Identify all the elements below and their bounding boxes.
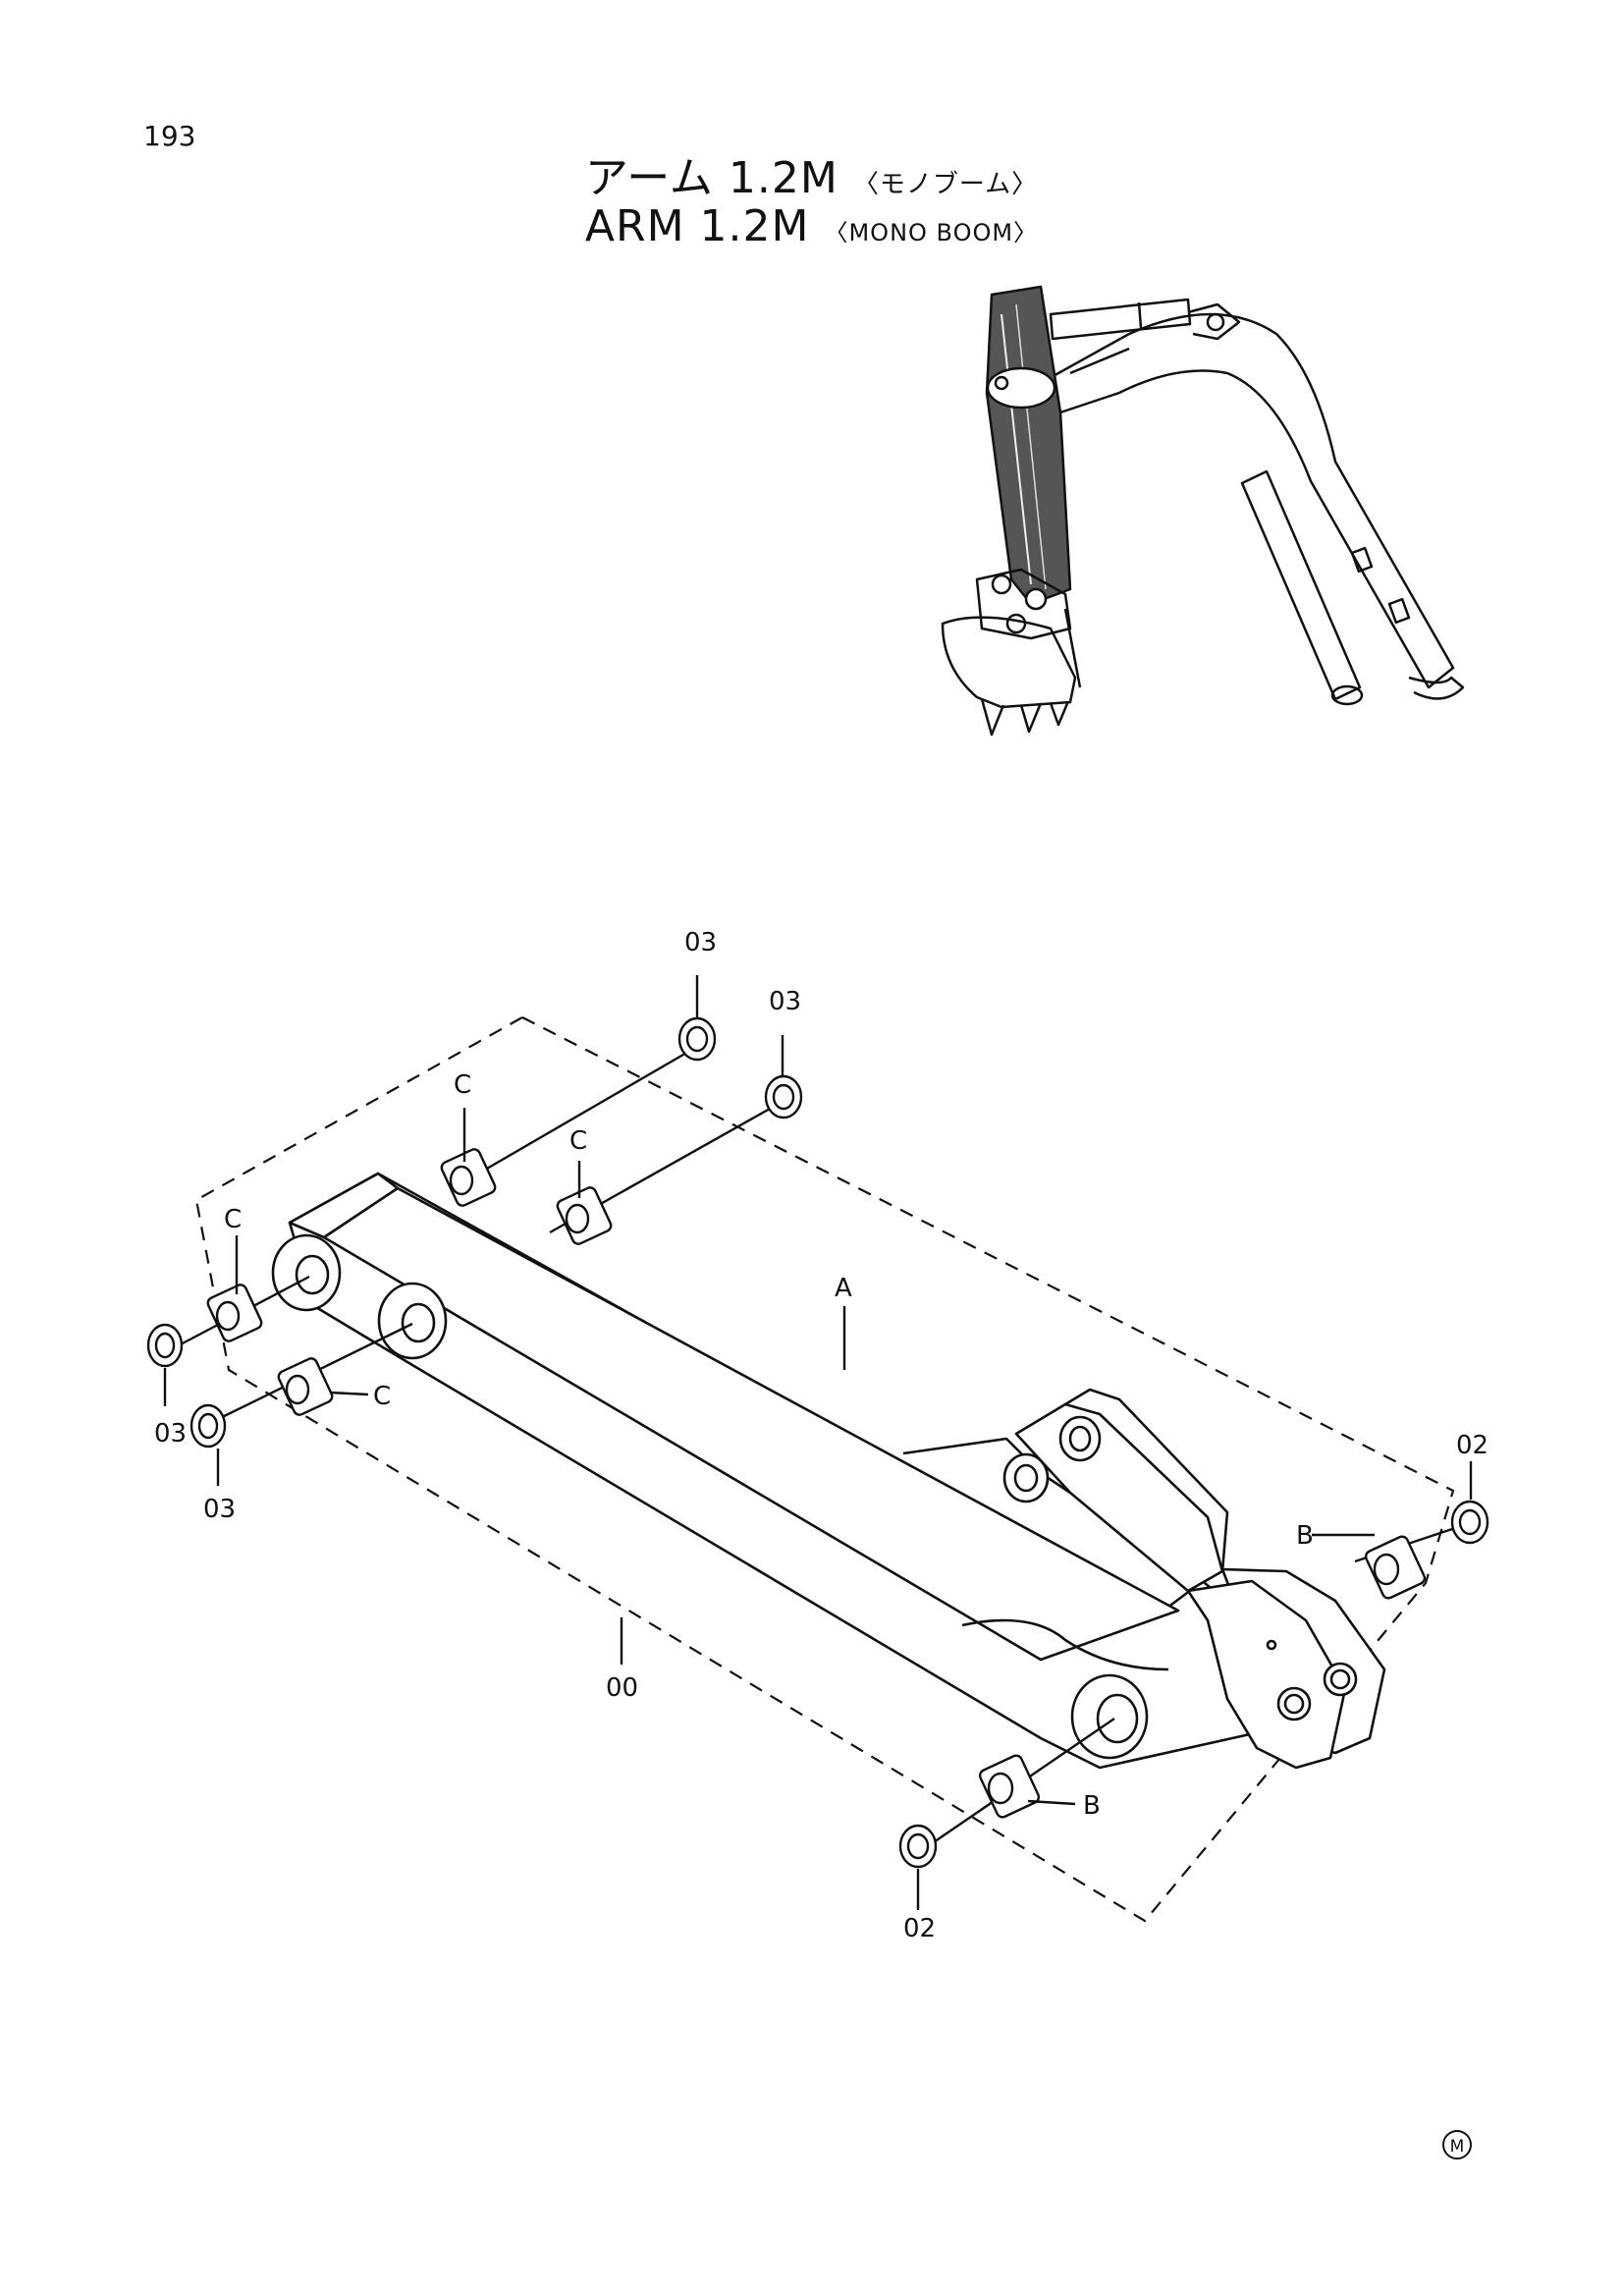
title-jp-main: アーム 1.2M [584,153,839,203]
bushing-c-1 [206,1284,263,1342]
seal-02-2 [898,1824,938,1869]
bushing-b-2 [978,1754,1041,1819]
title-english: ARM 1.2M 〈MONO BOOM〉 [0,201,1623,251]
bushing-c-2 [277,1357,334,1416]
title-en-sub: 〈MONO BOOM〉 [824,219,1039,246]
seal-03-4 [189,1403,227,1449]
callout-b-right: B [1296,1521,1314,1551]
page-mark-letter: M [1450,2137,1465,2157]
assembly-boundary [194,1015,1455,1923]
page-mark: M [1442,2130,1472,2159]
callout-02-right: 02 [1456,1431,1488,1460]
callout-03-lower-left: 03 [203,1495,236,1524]
bushing-c-4 [556,1186,613,1245]
seal-03-3 [146,1323,184,1368]
bushing-b-1 [1364,1535,1427,1600]
seal-02-1 [1450,1500,1489,1545]
seal-03-1 [677,1016,717,1062]
title-en-main: ARM 1.2M [584,201,810,251]
callout-labels: 03 03 C C C C 03 03 A B B 02 02 00 [154,928,1488,1943]
callout-c-lower: C [373,1382,391,1411]
callout-03-left: 03 [154,1419,187,1449]
bushing-c-3 [440,1148,497,1207]
callout-00: 00 [606,1673,638,1703]
callout-c-top: C [454,1070,471,1100]
callout-c-left: C [224,1205,242,1234]
title-jp-sub: 〈モノブーム〉 [852,170,1039,199]
callout-b-lower: B [1083,1791,1101,1821]
callout-03-top-right: 03 [769,987,801,1016]
callout-02-lower: 02 [903,1914,936,1943]
page-number: 193 [143,120,196,152]
arm-body [271,1172,1386,1770]
callout-03-top: 03 [684,928,717,957]
bushings-and-seals [146,975,1489,1910]
title-japanese: アーム 1.2M 〈モノブーム〉 [0,142,1623,205]
callout-c-top-right: C [569,1126,587,1156]
excavator-overview-illustration [941,285,1465,737]
seal-03-2 [764,1074,803,1120]
callout-a: A [835,1274,852,1303]
